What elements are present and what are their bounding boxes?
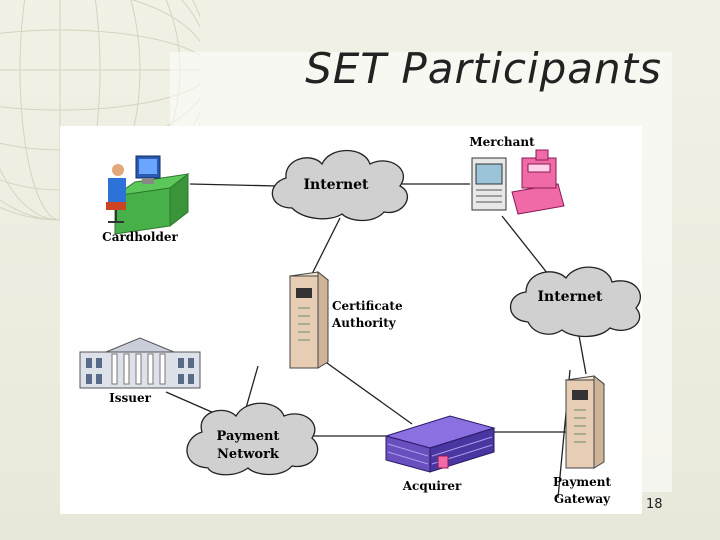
payment-network-node: Payment Network: [186, 402, 319, 476]
merchant-label: Merchant: [469, 135, 535, 149]
office-building-icon: [384, 415, 496, 473]
line-ca-acquirer: [319, 357, 413, 425]
network-cloud-icon: [186, 402, 319, 476]
line-internet-gateway: [577, 329, 587, 375]
payment-gateway-node: Payment Gateway: [553, 374, 612, 506]
payment-gateway-label-line2: Gateway: [554, 492, 611, 506]
set-participants-diagram: Cardholder Internet Merchant: [60, 126, 642, 514]
issuer-node: Issuer: [79, 337, 201, 405]
server-tower-icon: [288, 270, 330, 369]
internet-cloud-icon: [510, 266, 641, 338]
cardholder-workstation-icon: [106, 155, 190, 235]
line-internet-ca: [311, 217, 341, 275]
line-merchant-internet: [501, 215, 549, 275]
internet-right-node: Internet: [510, 266, 641, 338]
certificate-authority-node: Certificate Authority: [288, 270, 403, 369]
payment-gateway-label-line1: Payment: [553, 475, 612, 489]
payment-network-label-line2: Network: [217, 447, 280, 462]
internet-cloud-icon: [271, 150, 408, 222]
issuer-label: Issuer: [109, 391, 151, 405]
certificate-authority-label-line1: Certificate: [332, 299, 403, 313]
bank-building-icon: [79, 337, 201, 389]
merchant-computer-icon: [471, 157, 507, 211]
diagram-canvas: Cardholder Internet Merchant: [79, 135, 641, 506]
slide-title: SET Participants: [305, 44, 662, 93]
internet-right-label: Internet: [537, 289, 603, 305]
merchant-node: Merchant: [469, 135, 565, 215]
connection-lines: [165, 183, 587, 499]
internet-top-label: Internet: [303, 177, 369, 193]
acquirer-node: Acquirer: [384, 415, 496, 493]
line-cardholder-internet: [189, 183, 279, 187]
acquirer-label: Acquirer: [402, 479, 462, 493]
cash-register-icon: [511, 149, 565, 215]
internet-top-node: Internet: [271, 150, 408, 222]
cardholder-node: Cardholder: [102, 155, 190, 244]
certificate-authority-label-line2: Authority: [331, 316, 397, 330]
cardholder-label: Cardholder: [102, 230, 178, 244]
page-number: 18: [646, 497, 663, 512]
payment-network-label-line1: Payment: [217, 429, 280, 444]
server-tower-icon: [564, 374, 606, 469]
